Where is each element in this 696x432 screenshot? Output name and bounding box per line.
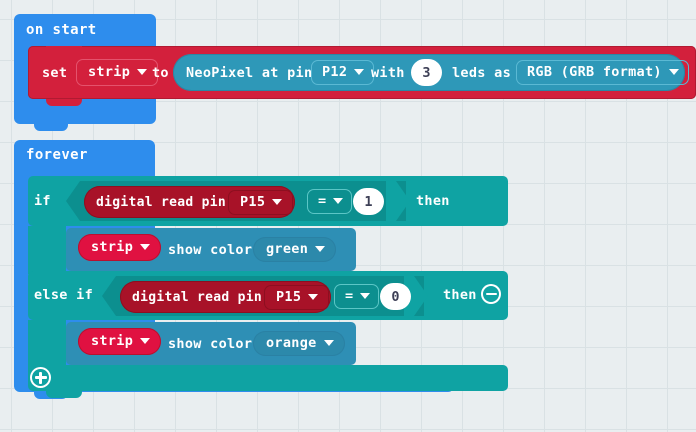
to-keyword-label: to bbox=[152, 65, 169, 81]
then-keyword-label-2: then bbox=[443, 287, 477, 303]
digital-read-pin-label-1: P15 bbox=[240, 194, 266, 210]
if-block-footer[interactable] bbox=[28, 365, 508, 391]
neopixel-mode-dropdown[interactable]: RGB (GRB format) bbox=[516, 60, 689, 85]
chevron-down-icon bbox=[272, 199, 283, 205]
chevron-down-icon bbox=[360, 293, 371, 299]
chevron-down-icon bbox=[315, 246, 326, 252]
color-dropdown-orange[interactable]: orange bbox=[253, 331, 345, 356]
on-start-label: on start bbox=[26, 22, 97, 38]
chevron-down-icon bbox=[354, 69, 365, 75]
forever-label: forever bbox=[26, 147, 88, 163]
comparison-value-input-2[interactable]: 0 bbox=[380, 283, 411, 310]
show-color-variable-dropdown-2[interactable]: strip bbox=[78, 328, 162, 355]
comparison-operator-label-1: = bbox=[318, 193, 327, 209]
leds-count-input[interactable]: 3 bbox=[411, 59, 442, 86]
chevron-down-icon bbox=[333, 198, 344, 204]
leds-as-label: leds as bbox=[452, 65, 511, 81]
show-color-block-1-notch bbox=[84, 228, 120, 233]
digital-read-label-2: digital read pin bbox=[132, 290, 263, 305]
pin-dropdown-p12[interactable]: P12 bbox=[311, 60, 374, 85]
digital-read-pin-label-2: P15 bbox=[276, 289, 302, 305]
show-color-variable-dropdown-1[interactable]: strip bbox=[78, 234, 162, 261]
show-color-action-label-1: show color bbox=[168, 242, 253, 258]
set-block-bottom-bump bbox=[46, 99, 82, 106]
with-label: with bbox=[371, 65, 405, 81]
color-dropdown-green[interactable]: green bbox=[253, 237, 337, 262]
comparison-operator-dropdown-1[interactable]: = bbox=[307, 189, 352, 214]
pin-dropdown-label: P12 bbox=[322, 64, 348, 80]
show-color-variable-label-1: strip bbox=[91, 239, 134, 255]
chevron-down-icon bbox=[323, 340, 334, 346]
digital-read-pin-dropdown-2[interactable]: P15 bbox=[264, 285, 330, 310]
chevron-down-icon bbox=[308, 294, 319, 300]
minus-circle-icon[interactable] bbox=[481, 284, 501, 304]
if-branch-body-1[interactable] bbox=[28, 226, 66, 274]
if-keyword-label: if bbox=[34, 193, 51, 209]
show-color-block-2-notch bbox=[84, 322, 120, 327]
neopixel-mode-label: RGB (GRB format) bbox=[527, 64, 662, 80]
comparison-operator-label-2: = bbox=[345, 288, 354, 304]
color-dropdown-label-1: green bbox=[266, 241, 309, 257]
variable-dropdown-strip[interactable]: strip bbox=[76, 59, 158, 86]
set-block-top-notch bbox=[46, 46, 82, 51]
set-keyword-label: set bbox=[42, 65, 68, 81]
then-keyword-label-1: then bbox=[416, 193, 450, 209]
plus-circle-icon[interactable] bbox=[30, 367, 51, 388]
plus-glyph-vertical bbox=[39, 371, 42, 384]
show-color-variable-label-2: strip bbox=[91, 333, 134, 349]
chevron-down-icon bbox=[668, 69, 679, 75]
digital-read-pin-dropdown-1[interactable]: P15 bbox=[228, 190, 294, 215]
comparison-value-input-1[interactable]: 1 bbox=[353, 188, 384, 215]
else-if-keyword-label: else if bbox=[34, 287, 93, 303]
minus-glyph bbox=[485, 292, 497, 296]
if-block-footer-bump bbox=[46, 391, 82, 398]
neopixel-prefix-label: NeoPixel at pin bbox=[186, 65, 313, 81]
chevron-down-icon bbox=[137, 69, 148, 75]
else-if-branch-body[interactable] bbox=[28, 320, 66, 368]
show-color-action-label-2: show color bbox=[168, 336, 253, 352]
digital-read-label-1: digital read pin bbox=[96, 195, 227, 210]
if-header-notch bbox=[46, 176, 82, 181]
chevron-down-icon bbox=[140, 338, 151, 344]
color-dropdown-label-2: orange bbox=[266, 335, 317, 351]
comparison-operator-dropdown-2[interactable]: = bbox=[334, 284, 379, 309]
chevron-down-icon bbox=[140, 244, 151, 250]
on-start-notch bbox=[34, 124, 68, 131]
variable-dropdown-label: strip bbox=[88, 64, 131, 80]
